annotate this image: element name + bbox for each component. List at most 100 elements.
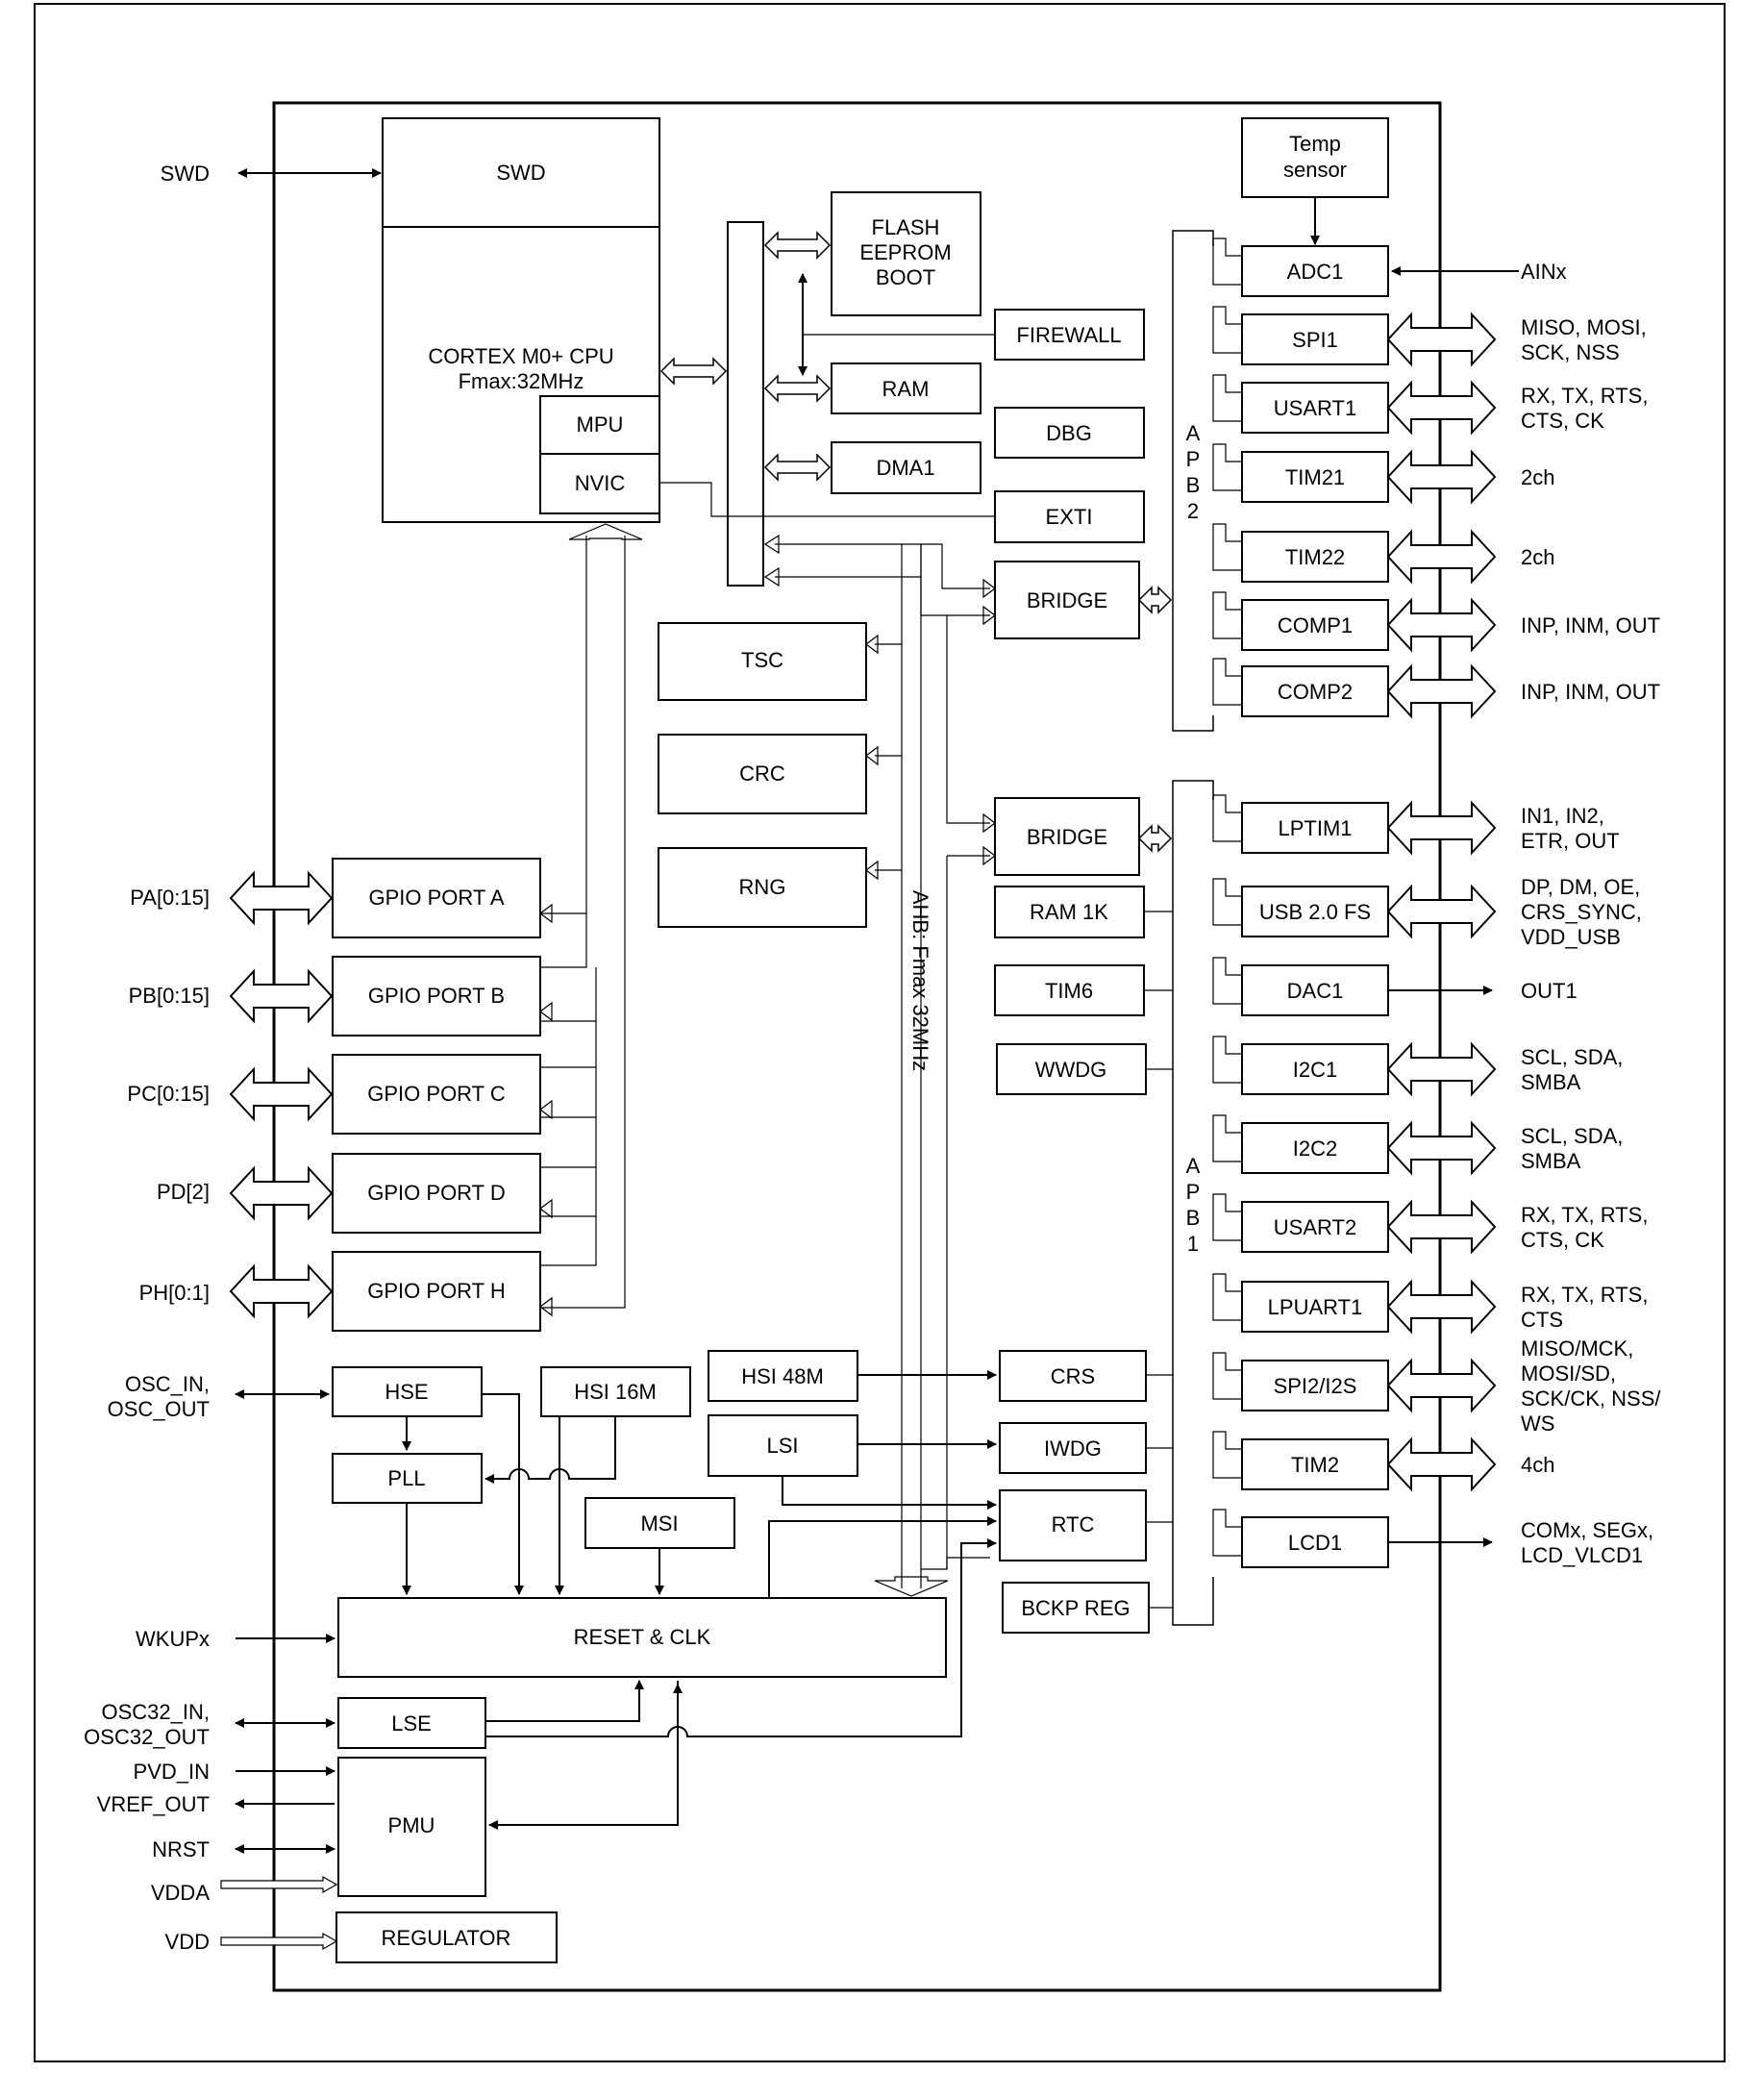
apb2-peripheral-signal: SCK, NSS	[1521, 340, 1620, 364]
apb2-peripheral-label: COMP1	[1278, 613, 1353, 637]
apb1-peripheral-signal: MISO/MCK,	[1521, 1336, 1633, 1361]
iwdg-block	[999, 1422, 1147, 1474]
apb1-peripheral-bus-link	[1212, 794, 1242, 813]
gpio-bus-arrow	[539, 1296, 553, 1317]
apb1-peripheral-signal: SCL, SDA,	[1521, 1045, 1623, 1069]
pin-pd: PD[2]	[157, 1180, 210, 1204]
apb2-peripheral-bus-link	[1212, 374, 1242, 393]
pmu-label: PMU	[388, 1813, 435, 1837]
ram-block	[831, 362, 981, 414]
dma1-label: DMA1	[876, 456, 934, 480]
flash-arrow	[763, 231, 832, 260]
apb2-peripheral-block	[1241, 665, 1389, 717]
apb2-peripheral-signal: 2ch	[1521, 465, 1554, 489]
apb1-peripheral-io-arrow	[1386, 800, 1497, 856]
apb2-peripheral-bus-link	[1212, 457, 1242, 491]
apb2-peripheral-bus-link	[1212, 387, 1242, 422]
ioport-up-arrow	[568, 523, 643, 540]
apb1-peripheral-block	[1241, 802, 1389, 854]
apb2-peripheral-signal: CTS, CK	[1521, 409, 1604, 433]
apb2-peripheral-label: TIM21	[1285, 465, 1345, 489]
bus-letter: A	[1186, 1154, 1201, 1178]
ram-label: RAM	[882, 377, 930, 401]
apb2-peripheral-block	[1241, 245, 1389, 297]
apb1-peripheral-signal: WS	[1521, 1411, 1554, 1436]
bus-letter: B	[1186, 473, 1201, 497]
apb2-peripheral-block	[1241, 382, 1389, 434]
rtc-label: RTC	[1052, 1512, 1095, 1536]
apb1-peripheral-signal: SMBA	[1521, 1070, 1581, 1094]
apb1-peripheral-signal: MOSI/SD,	[1521, 1361, 1616, 1386]
pin-vdda: VDDA	[151, 1881, 210, 1905]
pin-swd: SWD	[161, 162, 210, 186]
apb1-peripheral-block	[1241, 1043, 1389, 1095]
apb2-peripheral-block	[1241, 531, 1389, 583]
wwdg-label: WWDG	[1035, 1058, 1107, 1082]
apb1-peripheral-bus-link	[1212, 1273, 1242, 1292]
dbg-block	[994, 407, 1145, 459]
crs-block	[999, 1350, 1147, 1402]
apb2-peripheral-signal: INP, INM, OUT	[1521, 680, 1660, 704]
gpio-port-c-label: GPIO PORT C	[367, 1082, 506, 1106]
apb1-peripheral-block	[1241, 1122, 1389, 1174]
bridge-apb1-block	[994, 797, 1140, 876]
hsi16-label: HSI 16M	[574, 1380, 657, 1404]
apb2-peripheral-signal: 2ch	[1521, 545, 1554, 569]
bridge-apb1-arrow	[1137, 824, 1173, 853]
gpio-port-a-label: GPIO PORT A	[368, 886, 504, 910]
apb1-peripheral-label: SPI2/I2S	[1274, 1374, 1357, 1398]
apb2-peripheral-signal: AINx	[1521, 260, 1567, 284]
apb1-peripheral-bus-link	[1212, 891, 1242, 926]
apb2-peripheral-bus-link	[1212, 523, 1242, 542]
apb1-peripheral-block	[1241, 1516, 1389, 1568]
gpio-port-d-block	[332, 1153, 541, 1234]
apb1-peripheral-block	[1241, 1201, 1389, 1253]
bus-letter: P	[1186, 1180, 1201, 1204]
apb1-bus-outline	[1172, 780, 1214, 1626]
pin-wkup: WKUPx	[136, 1627, 210, 1651]
mpu-block	[539, 395, 660, 455]
pin-osc32-in: OSC32_IN,	[102, 1700, 211, 1724]
bridge-apb2-label: BRIDGE	[1027, 588, 1107, 612]
rng-block	[658, 847, 867, 928]
apb1-peripheral-io-arrow	[1386, 1041, 1497, 1097]
swd-block	[382, 117, 660, 228]
apb1-peripheral-bus-link	[1212, 1049, 1242, 1084]
pin-osc-in: OSC_IN,	[125, 1372, 210, 1396]
apb2-peripheral-io-arrow	[1386, 529, 1497, 585]
apb1-peripheral-bus-link	[1212, 878, 1242, 897]
msi-label: MSI	[640, 1511, 678, 1536]
apb1-peripheral-io-arrow	[1386, 1279, 1497, 1335]
apb1-peripheral-bus-link	[1212, 1509, 1242, 1528]
rtc-block	[999, 1489, 1147, 1561]
apb1-peripheral-signal: LCD_VLCD1	[1521, 1543, 1643, 1567]
tsc-block	[658, 622, 867, 701]
gpio-port-h-label: GPIO PORT H	[367, 1279, 505, 1303]
apb1-peripheral-bus-link	[1212, 808, 1242, 842]
dma1-arrow	[763, 453, 832, 482]
apb1-peripheral-block	[1241, 964, 1389, 1016]
cpu-matrix-arrow	[659, 357, 728, 386]
apb1-peripheral-bus-link	[1212, 1365, 1242, 1400]
apb1-peripheral-io-arrow	[1386, 1436, 1497, 1492]
bus-letter: P	[1186, 447, 1201, 471]
flash-block	[831, 191, 981, 316]
apb1-peripheral-label: USART2	[1274, 1215, 1356, 1239]
apb1-peripheral-block	[1241, 886, 1389, 937]
apb1-peripheral-bus-link	[1212, 1352, 1242, 1371]
pin-osc-out: OSC_OUT	[108, 1397, 210, 1421]
apb1-peripheral-signal: SCL, SDA,	[1521, 1124, 1623, 1148]
apb1-peripheral-io-arrow	[1386, 1120, 1497, 1176]
bus-letter: A	[1186, 421, 1201, 445]
apb1-peripheral-signal: 4ch	[1521, 1453, 1554, 1477]
dbg-label: DBG	[1046, 421, 1092, 445]
apb1-peripheral-bus-link	[1212, 1207, 1242, 1241]
lse-block	[337, 1697, 486, 1749]
apb1-peripheral-signal: SMBA	[1521, 1149, 1581, 1173]
apb1-peripheral-bus-link	[1212, 1522, 1242, 1557]
apb2-peripheral-bus-link	[1212, 605, 1242, 639]
bus-letter: B	[1186, 1206, 1201, 1230]
pin-pa: PA[0:15]	[130, 886, 210, 910]
